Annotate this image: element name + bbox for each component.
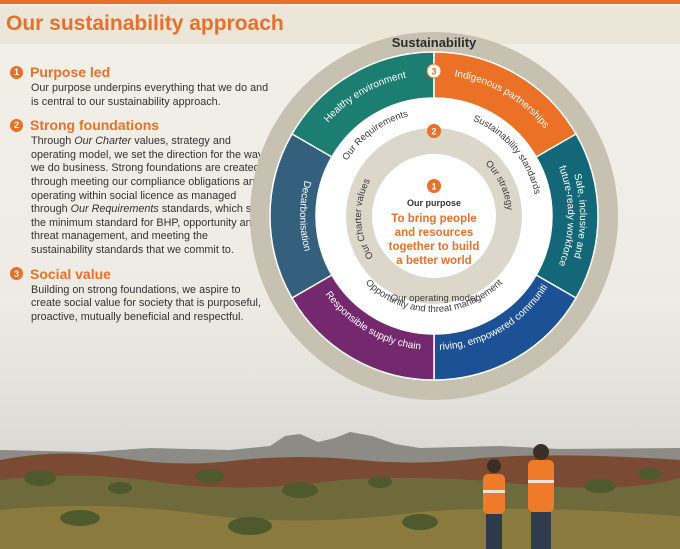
purpose-line: a better world — [396, 255, 471, 267]
section-body: Our purpose underpins everything that we… — [31, 82, 269, 108]
requirements-emphasis: Our Requirements — [70, 203, 159, 216]
purpose-line: To bring people — [391, 213, 476, 225]
section-strong-foundations: 2 Strong foundations Through Our Charter… — [10, 117, 272, 257]
badge-2-circle — [427, 124, 441, 138]
badge-1-number: 1 — [431, 182, 436, 192]
section-body: Through Our Charter values, strategy and… — [31, 135, 272, 257]
segment-label-decarbonisation: Decarbonisation — [297, 180, 313, 253]
section-number-badge: 1 — [10, 65, 23, 79]
sustainability-label: Sustainability — [392, 35, 477, 50]
badge-1-circle — [427, 179, 441, 193]
foreground-grass — [0, 505, 680, 549]
section-title: Social value — [30, 265, 111, 282]
body-text: values, strategy and operating model, we… — [31, 135, 264, 216]
badge-3-circle — [426, 63, 442, 79]
section-number-badge: 3 — [10, 267, 23, 281]
section-number-badge: 2 — [10, 118, 23, 132]
number-badges: 3 2 1 — [426, 63, 442, 193]
body-text: Through — [31, 135, 75, 148]
badge-2-number: 2 — [431, 127, 436, 137]
purpose-statement: To bring people and resources together t… — [389, 213, 480, 267]
section-title: Purpose led — [30, 64, 111, 80]
section-social-value: 3 Social value Building on strong founda… — [10, 266, 272, 325]
section-purpose-led: 1 Purpose led Our purpose underpins ever… — [10, 64, 272, 109]
purpose-line: and resources — [395, 227, 474, 239]
landscape-photo — [0, 432, 680, 549]
body-text: standards, which set the minimum standar… — [31, 203, 261, 256]
charter-emphasis: Our Charter — [74, 135, 132, 148]
shrubs — [24, 468, 662, 535]
social-value-segments — [269, 51, 599, 381]
section-body: Building on strong foundations, we aspir… — [31, 283, 261, 323]
purpose-core — [372, 154, 496, 278]
page-title: Our sustainability approach — [6, 12, 284, 35]
section-title: Strong foundations — [30, 117, 160, 134]
purpose-line: together to build — [389, 241, 480, 253]
text-column: 1 Purpose led Our purpose underpins ever… — [10, 64, 272, 332]
purpose-title: Our purpose — [407, 198, 461, 208]
label-operating-model: Our operating model — [391, 293, 478, 304]
title-bar — [0, 6, 680, 44]
top-accent-bar — [0, 0, 680, 4]
badge-3-number: 3 — [431, 67, 436, 77]
workers — [483, 444, 554, 549]
